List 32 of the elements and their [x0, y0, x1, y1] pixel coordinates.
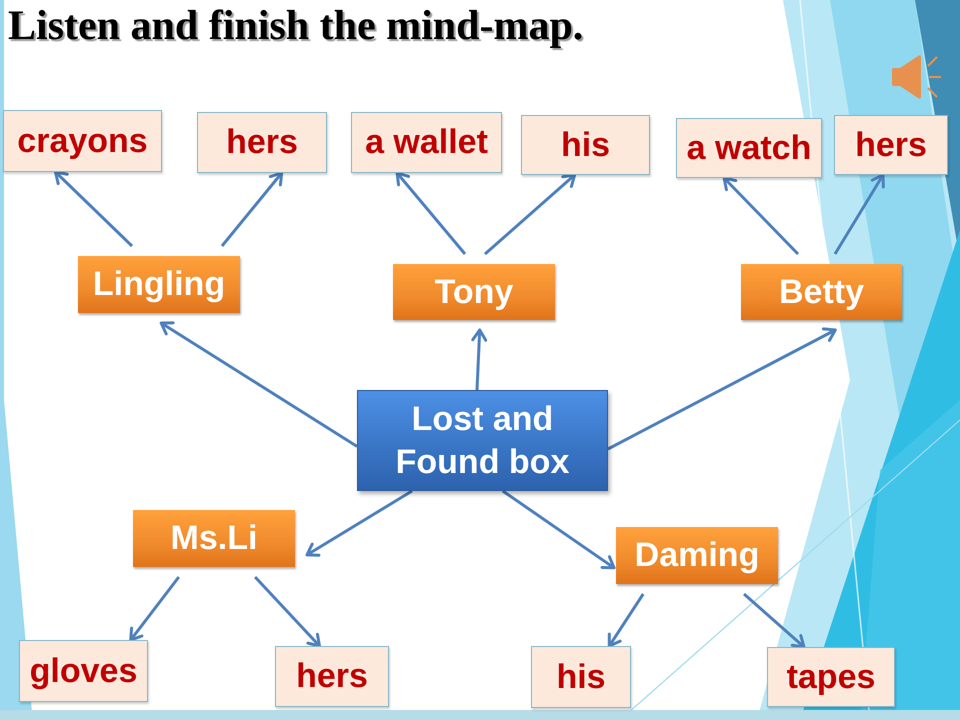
arrow [484, 174, 576, 256]
word-card: his [531, 646, 631, 708]
word-card: tapes [767, 647, 895, 707]
name-tag: Lingling [78, 256, 240, 313]
arrow [607, 327, 837, 450]
arrow [502, 490, 616, 570]
name-tag: Betty [741, 264, 902, 320]
word-card: a wallet [351, 112, 502, 173]
word-card: hers [834, 115, 948, 175]
name-tag: Daming [616, 527, 778, 584]
word-card: crayons [3, 110, 162, 172]
arrow [722, 176, 800, 256]
name-tag: Ms.Li [133, 510, 295, 567]
arrow [396, 172, 466, 255]
arrow [54, 170, 134, 248]
word-card: his [521, 115, 650, 175]
arrow [743, 592, 806, 648]
word-card: a watch [676, 118, 822, 178]
arrow [608, 593, 644, 648]
word-card: gloves [19, 640, 148, 702]
arrow [129, 576, 180, 642]
arrow [306, 490, 413, 557]
arrow [254, 576, 321, 648]
word-card: hers [197, 112, 327, 173]
topic-box: Lost and Found box [357, 390, 608, 491]
arrow [834, 174, 885, 255]
arrow [160, 321, 358, 448]
word-card: hers [275, 646, 389, 707]
arrow [220, 172, 284, 247]
name-tag: Tony [393, 264, 555, 320]
title: Listen and finish the mind-map. [8, 2, 584, 50]
arrow [471, 328, 488, 390]
